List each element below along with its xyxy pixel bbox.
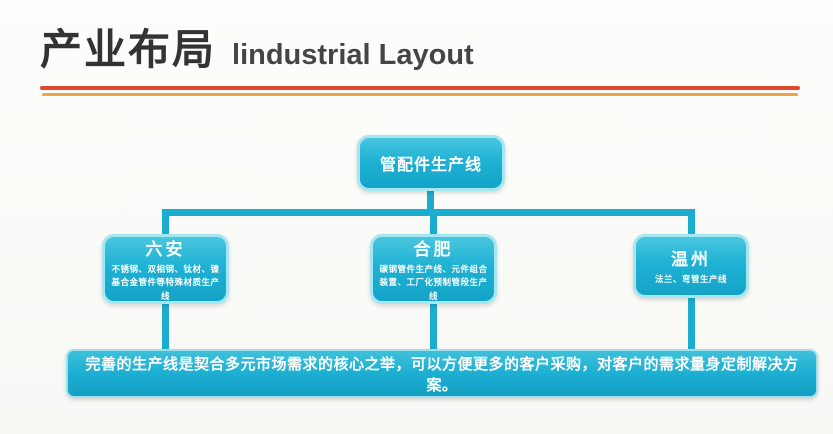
connector-bottom-wenzhou <box>688 296 695 352</box>
connector-root-vertical <box>427 190 434 214</box>
page-title-en: lindustrial Layout <box>232 39 474 71</box>
connector-stub-luan <box>162 209 169 237</box>
divider-line-bottom <box>42 93 798 96</box>
city-name-hefei: 合肥 <box>413 240 454 260</box>
divider-line-top <box>40 86 800 90</box>
root-node-pipe-fittings: 管配件生产线 <box>357 135 505 191</box>
city-name-wenzhou: 温州 <box>671 250 711 270</box>
connector-bottom-hefei <box>430 300 437 352</box>
summary-text: 完善的生产线是契合多元市场需求的核心之举，可以方便更多的客户采购，对客户的需求量… <box>85 355 799 394</box>
branch-node-hefei: 合肥 碳钢管件生产线、元件组合装置、工厂化预制管段生产线 <box>370 234 497 304</box>
connector-stub-hefei <box>430 209 437 237</box>
city-name-luan: 六安 <box>145 240 186 260</box>
connector-bottom-luan <box>162 300 169 352</box>
connector-horizontal <box>162 209 695 216</box>
root-node-label: 管配件生产线 <box>379 157 482 174</box>
connector-stub-wenzhou <box>688 209 695 237</box>
page-title-zh: 产业布局 <box>40 26 217 73</box>
city-desc-luan: 不锈钢、双相钢、钛材、镍基合金管件等特殊材质生产线 <box>111 264 220 301</box>
branch-node-luan: 六安 不锈钢、双相钢、钛材、镍基合金管件等特殊材质生产线 <box>102 234 229 304</box>
city-desc-wenzhou: 法兰、弯管生产线 <box>654 274 727 285</box>
summary-banner: 完善的生产线是契合多元市场需求的核心之举，可以方便更多的客户采购，对客户的需求量… <box>66 349 818 398</box>
branch-node-wenzhou: 温州 法兰、弯管生产线 <box>633 234 749 298</box>
city-desc-hefei: 碳钢管件生产线、元件组合装置、工厂化预制管段生产线 <box>379 264 488 301</box>
page-header: 产业布局 lindustrial Layout <box>40 16 474 77</box>
